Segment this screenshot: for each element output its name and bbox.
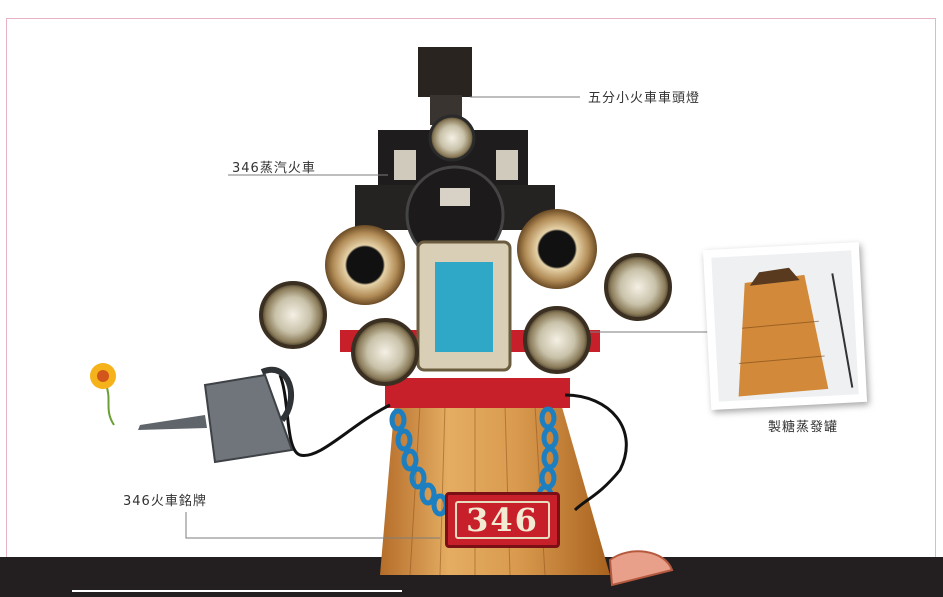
lamp-shoulder-left (259, 281, 327, 349)
red-plate (385, 378, 570, 408)
sugar-tank-label: 製糖蒸發罐 (768, 420, 839, 435)
lamp-eye-left (325, 225, 405, 305)
steam-locomotive (355, 47, 555, 265)
nameplate-inner (455, 501, 550, 539)
watering-can (138, 366, 294, 464)
headlight-label: 五分小火車車頭燈 (588, 91, 701, 106)
lamp-shoulder-right (604, 253, 672, 321)
nameplate-number: 346 (466, 501, 539, 539)
cab-window-glass (435, 262, 493, 352)
brush-foot (608, 550, 674, 587)
lamp-lower-left (351, 318, 419, 386)
sugar-evaporator-photo (702, 242, 868, 410)
lamp-lower-right (523, 306, 591, 374)
bottom-rule (72, 590, 402, 592)
arm-right (564, 393, 628, 512)
steam-train-label: 346蒸汽火車 (232, 161, 316, 176)
leader-line-nameplate (185, 512, 440, 539)
nameplate: 346 (445, 492, 560, 548)
lamp-eye-right (517, 209, 597, 289)
nameplate-label: 346火車銘牌 (123, 494, 207, 509)
sunflower (90, 363, 116, 426)
sugar-evaporator-image (711, 250, 859, 402)
arm-left (278, 374, 391, 457)
page-frame (6, 18, 936, 579)
